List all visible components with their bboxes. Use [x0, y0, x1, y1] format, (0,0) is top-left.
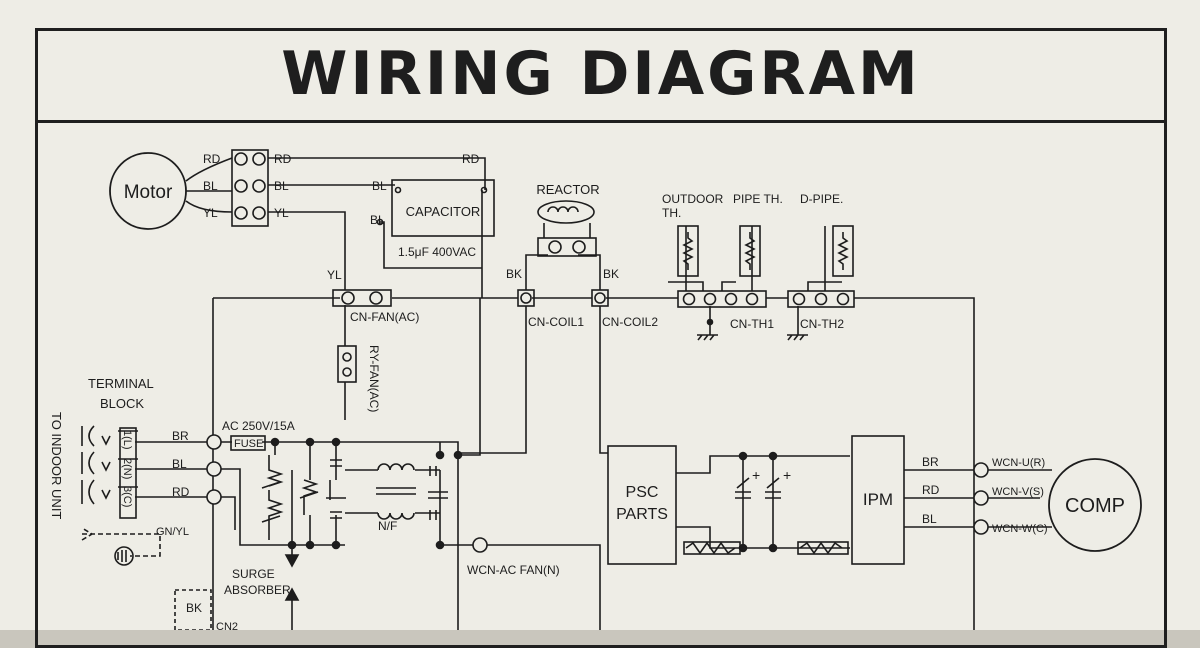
cn2-label: CN2	[216, 621, 238, 630]
psc-label-2: PARTS	[616, 506, 668, 523]
ipm-label: IPM	[863, 490, 893, 509]
title-band: WIRING DIAGRAM	[35, 28, 1167, 123]
nf-label: N/F	[378, 519, 397, 533]
surge-label-1: SURGE	[232, 567, 275, 581]
noise-filter: N/F	[376, 463, 448, 533]
surge-absorber: SURGE ABSORBER BK CN2	[174, 455, 346, 630]
dpipe-th-label: D-PIPE.	[800, 192, 843, 206]
cn-th1-label: CN-TH1	[730, 317, 774, 331]
motor-wire-bl-left: BL	[203, 179, 218, 193]
cn-fan-yl: YL	[327, 268, 342, 282]
motor-wire-rd-right: RD	[274, 152, 292, 166]
capacitor-label: CAPACITOR	[406, 204, 481, 219]
cap1-plus: +	[752, 467, 760, 483]
motor-label: Motor	[124, 182, 173, 203]
reactor: REACTOR BK BK	[506, 182, 619, 281]
motor-wire-bl-right: BL	[274, 179, 289, 193]
psc-label-1: PSC	[626, 484, 659, 501]
cn-fan-label: CN-FAN(AC)	[350, 310, 419, 324]
terminal-block-label-1: TERMINAL	[88, 376, 154, 391]
cn-th2-label: CN-TH2	[800, 317, 844, 331]
motor-wire-rd-left: RD	[203, 152, 221, 166]
motor-wire-yl-right: YL	[274, 206, 289, 220]
reactor-label: REACTOR	[536, 182, 599, 197]
comp-wire-bl: BL	[922, 512, 937, 526]
terminal-pin-1: 1(L)	[121, 430, 133, 450]
ipm: IPM BR RD BL	[851, 435, 940, 565]
motor-wire-yl-left: YL	[203, 206, 218, 220]
fuse-label: FUSE	[234, 438, 263, 450]
wire-br: BR	[172, 429, 189, 443]
ground-label: GN/YL	[156, 526, 189, 538]
wire-bl: BL	[172, 457, 187, 471]
terminal-block-label-2: BLOCK	[100, 396, 144, 411]
cap2-plus: +	[783, 467, 791, 483]
outdoor-th-label-2: TH.	[662, 206, 681, 220]
wcn-ac-fan-label: WCN-AC FAN(N)	[467, 563, 560, 577]
terminal-block: TERMINAL BLOCK TO INDOOR UNIT 1(L) 2(N) …	[49, 376, 189, 566]
main-wiring	[135, 157, 1052, 630]
pipe-th-label: PIPE TH.	[733, 192, 783, 206]
wcn-u-label: WCN-U(R)	[992, 457, 1045, 469]
comp-label: COMP	[1065, 495, 1125, 517]
wire-rd: RD	[172, 485, 190, 499]
cn-coil2-label: CN-COIL2	[602, 315, 658, 329]
capacitor-wire-rd: RD	[462, 152, 480, 166]
schematic: Motor RD BL YL RD BL YL CAPACITOR 1.5μF …	[49, 149, 1142, 630]
capacitor: CAPACITOR 1.5μF 400VAC RD BL BL	[370, 152, 495, 259]
compressor: WCN-U(R) WCN-V(S) WCN-W(C) COMP	[973, 457, 1142, 552]
comp-wire-br: BR	[922, 455, 939, 469]
capacitor-wire-bl2: BL	[370, 213, 385, 227]
dc-link-capacitors: + +	[683, 467, 849, 555]
comp-wire-rd: RD	[922, 483, 940, 497]
connectors: YL CN-FAN(AC) RY-FAN(AC) CN-COIL1 CN-COI…	[327, 268, 855, 577]
to-indoor-unit-label: TO INDOOR UNIT	[49, 412, 64, 519]
reactor-bk-right: BK	[603, 267, 619, 281]
reactor-bk-left: BK	[506, 267, 522, 281]
surge-label-2: ABSORBER	[224, 583, 291, 597]
wcn-w-label: WCN-W(C)	[992, 523, 1048, 535]
terminal-pin-3: 3(C)	[121, 486, 133, 507]
thermistors: OUTDOOR TH. PIPE TH. D-PIPE.	[662, 192, 854, 277]
power-input: AC 250V/15A BR BL RD FUSE	[172, 419, 778, 553]
power-rating: AC 250V/15A	[222, 419, 295, 433]
motor: Motor RD BL YL RD BL YL	[109, 149, 292, 230]
wcn-v-label: WCN-V(S)	[992, 486, 1044, 498]
terminal-pin-2: 2(N)	[121, 458, 133, 479]
bk-label: BK	[186, 601, 202, 615]
diagram-title: WIRING DIAGRAM	[281, 39, 921, 109]
outdoor-th-label-1: OUTDOOR	[662, 192, 724, 206]
capacitor-wire-bl1: BL	[372, 179, 387, 193]
ry-fan-label: RY-FAN(AC)	[367, 345, 381, 412]
cn-coil1-label: CN-COIL1	[528, 315, 584, 329]
capacitor-rating: 1.5μF 400VAC	[398, 245, 476, 259]
psc-parts: PSC PARTS	[607, 445, 677, 565]
